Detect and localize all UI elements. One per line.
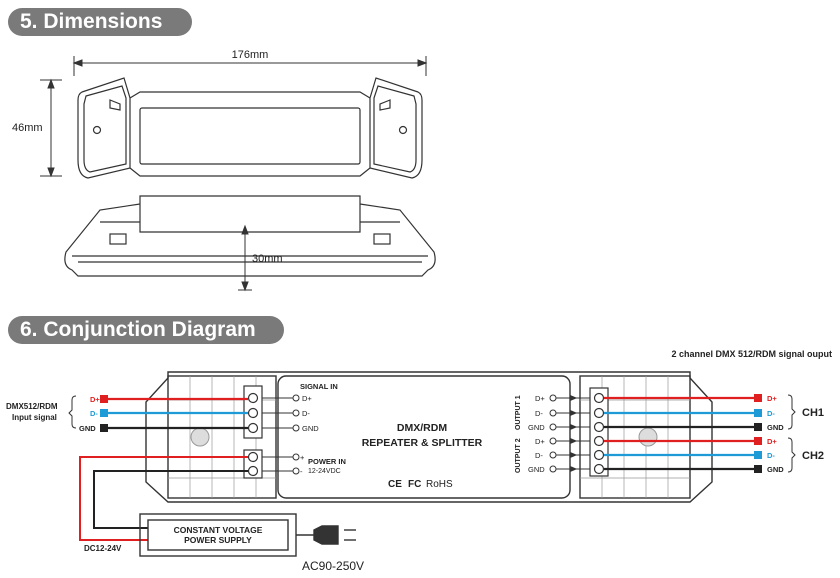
out2-pin-d-plus: D+ [535,437,545,446]
section-title-dimensions: 5. Dimensions [8,8,192,36]
output1-label: OUTPUT 1 [515,395,522,430]
fc-mark: FC [408,479,421,490]
signal-pin-gnd: GND [302,424,319,433]
ch1-pin-d-minus: D- [767,409,775,418]
height-dimension-label: 46mm [12,122,43,134]
output-pin-markers [549,394,557,473]
mounting-hole-left [190,427,210,447]
ch2-pin-d-minus: D- [767,451,775,460]
input-label-line1: DMX512/RDM [6,402,58,411]
ch2-brace [787,437,796,473]
width-dimension-label: 176mm [232,49,269,61]
signal-pin-d-plus: D+ [302,394,312,403]
power-in-label: POWER IN [308,457,346,466]
output-header-label: 2 channel DMX 512/RDM signal ouput [671,349,832,359]
ch2-label: CH2 [802,450,824,462]
ch1-brace [787,394,796,430]
device-title-line1: DMX/RDM [397,422,447,434]
output-wires [604,396,756,471]
out2-pin-d-minus: D- [535,451,543,460]
rohs-mark: RoHS [426,479,453,490]
section-title-conjunction-diagram: 6. Conjunction Diagram [8,316,284,344]
power-terminal-block [243,449,263,479]
output-wire-ends [754,394,762,473]
out1-pin-d-minus: D- [535,409,543,418]
ch2-pin-d-plus: D+ [767,437,777,446]
input-wire-ends [100,395,108,432]
signal-in-label: SIGNAL IN [300,382,338,391]
psu-label-line2: POWER SUPPLY [184,535,252,545]
input-label-line2: Input signal [12,413,57,422]
ac-plug-icon [296,525,356,545]
dc-voltage-label: DC12-24V [84,544,122,553]
input-wires [106,397,248,430]
side-view-drawing [64,195,436,277]
input-pin-d-plus: D+ [90,395,100,404]
ch1-pin-d-plus: D+ [767,394,777,403]
power-range-label: 12-24VDC [308,468,341,475]
output2-label: OUTPUT 2 [515,438,522,473]
depth-dimension-line [238,224,252,292]
input-pin-markers [292,394,300,475]
power-wires [79,456,248,541]
ch2-pin-gnd: GND [767,465,784,474]
input-brace [68,395,77,429]
psu-label-line1: CONSTANT VOLTAGE [174,525,263,535]
ch1-label: CH1 [802,407,824,419]
ce-mark: CE [388,479,402,490]
output-pin-leads [556,394,590,473]
power-pin-minus: - [300,467,303,476]
device-title-line2: REPEATER & SPLITTER [362,437,483,449]
power-pin-plus: + [300,453,305,462]
height-dimension-line [40,78,62,178]
mounting-hole-right [638,427,658,447]
out1-pin-d-plus: D+ [535,394,545,403]
device-housing [145,371,713,503]
input-pin-leads [262,397,293,472]
top-view-drawing [77,77,423,179]
input-terminal-block [243,385,263,439]
signal-pin-d-minus: D- [302,409,310,418]
out2-pin-gnd: GND [528,465,545,474]
width-dimension-line [72,56,428,76]
input-pin-d-minus: D- [90,409,98,418]
ch1-pin-gnd: GND [767,423,784,432]
out1-pin-gnd: GND [528,423,545,432]
depth-dimension-label: 30mm [252,253,283,265]
output-terminal-block [589,387,609,477]
ac-voltage-label: AC90-250V [302,559,364,573]
input-pin-gnd: GND [79,424,96,433]
